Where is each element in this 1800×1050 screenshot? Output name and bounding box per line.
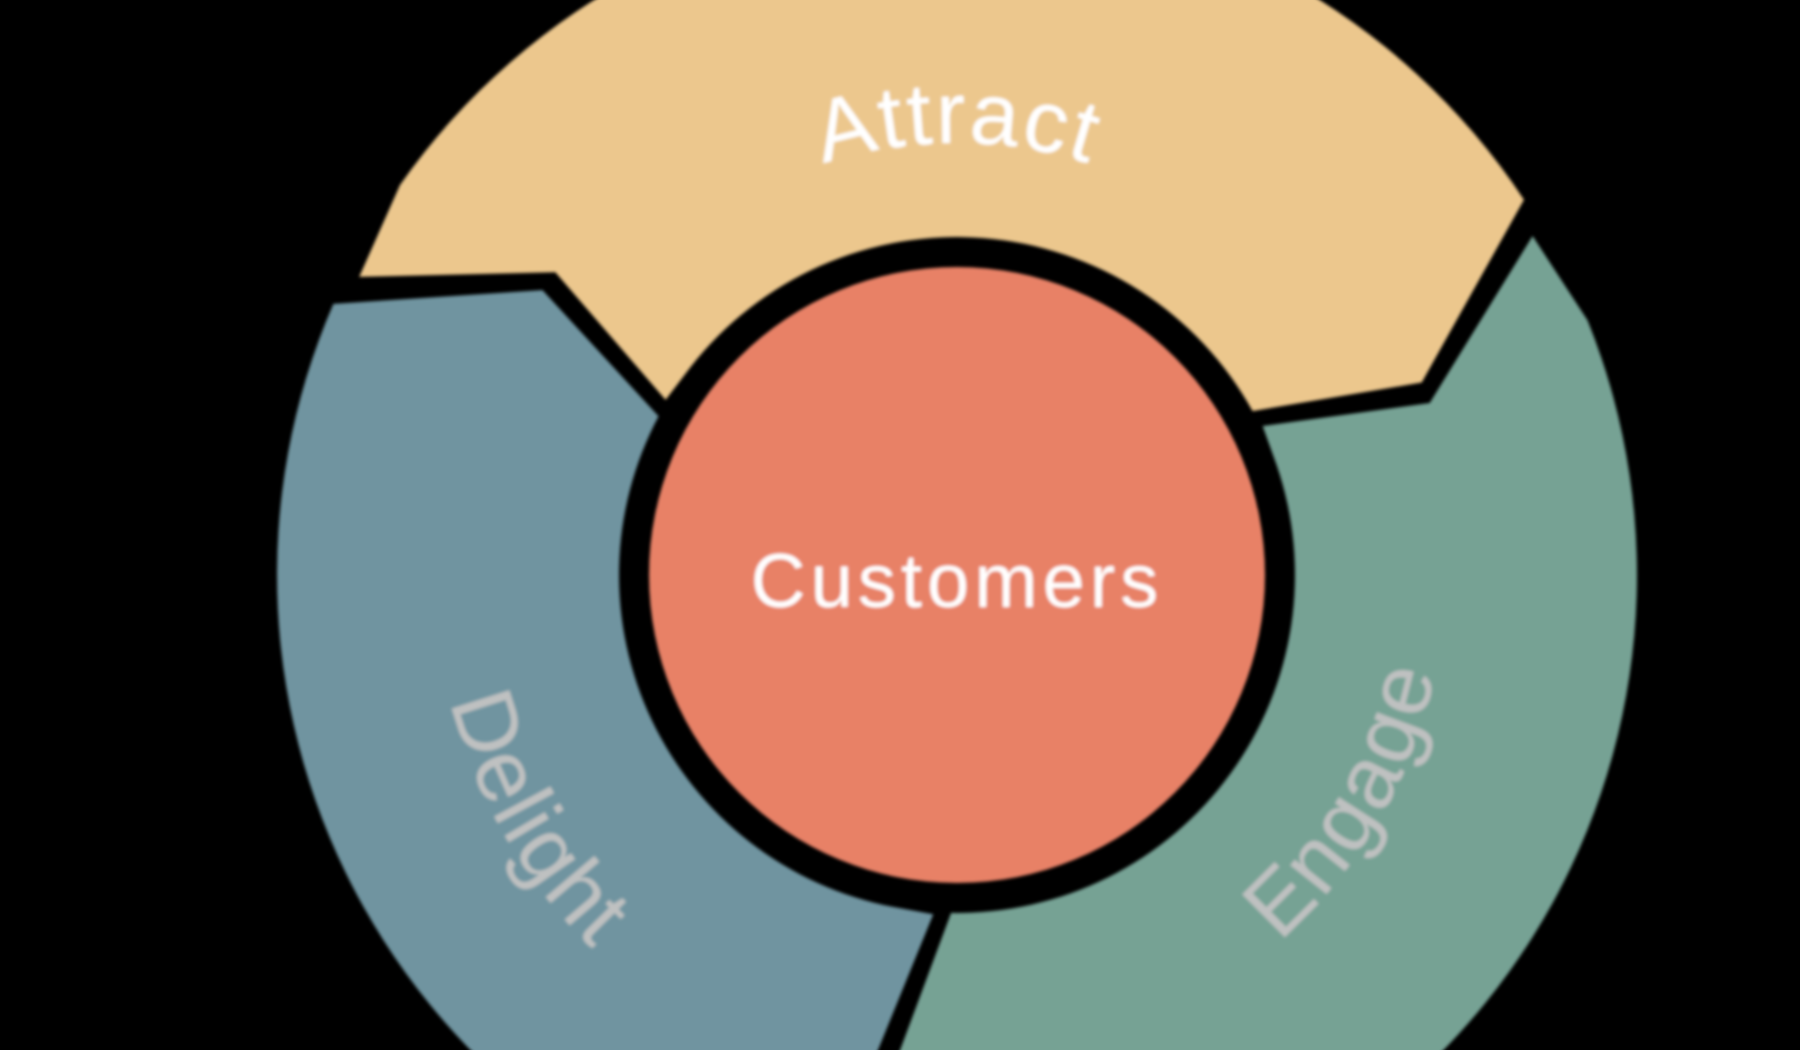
customers-label: Customers bbox=[751, 539, 1163, 624]
delight-segment bbox=[277, 290, 934, 1050]
engage-segment bbox=[900, 236, 1637, 1050]
customers-circle bbox=[649, 267, 1265, 883]
attract-segment bbox=[359, 0, 1524, 412]
